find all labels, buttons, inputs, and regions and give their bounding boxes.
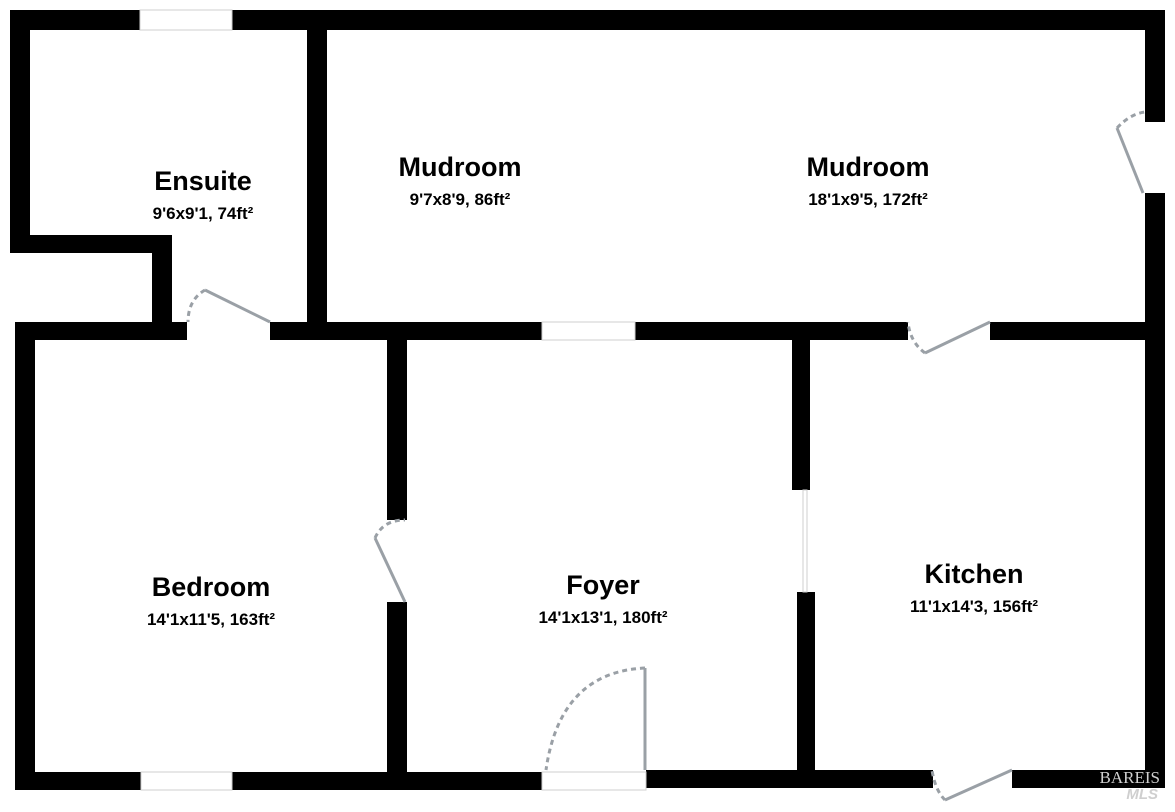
- room-dims-mudroom-2: 18'1x9'5, 172ft²: [808, 190, 928, 209]
- door-leaf: [373, 537, 407, 603]
- door-leaf: [944, 768, 1013, 802]
- door-swing: [930, 769, 947, 802]
- wall: [792, 322, 810, 490]
- wall: [387, 602, 407, 790]
- room-dims-ensuite: 9'6x9'1, 74ft²: [153, 204, 254, 223]
- door-leaf: [204, 288, 271, 324]
- wall: [1012, 770, 1165, 788]
- window: [139, 9, 233, 31]
- room-name-foyer: Foyer: [566, 570, 640, 600]
- opening: [802, 489, 808, 593]
- wall: [15, 322, 187, 340]
- room-dims-kitchen: 11'1x14'3, 156ft²: [910, 597, 1038, 616]
- room-dims-bedroom: 14'1x11'5, 163ft²: [147, 610, 275, 629]
- wall: [387, 322, 407, 520]
- room-dims-mudroom-1: 9'7x8'9, 86ft²: [410, 190, 511, 209]
- wall: [232, 10, 1165, 30]
- wall: [797, 592, 815, 788]
- watermark-line-2: MLS: [1126, 786, 1158, 803]
- wall: [15, 772, 141, 790]
- door-leaf: [924, 320, 991, 355]
- opening: [541, 321, 636, 341]
- door-leaf: [1115, 127, 1145, 194]
- wall: [10, 235, 172, 253]
- room-name-kitchen: Kitchen: [924, 559, 1023, 589]
- openings: [139, 9, 808, 791]
- door-swing: [1115, 110, 1146, 130]
- window: [140, 771, 233, 791]
- wall: [635, 322, 908, 340]
- wall: [10, 10, 140, 30]
- room-name-bedroom: Bedroom: [152, 572, 271, 602]
- door-swing: [544, 666, 646, 771]
- room-name-mudroom-2: Mudroom: [807, 152, 930, 182]
- walls: [10, 10, 1165, 790]
- wall: [990, 322, 1165, 340]
- door-swing: [373, 518, 406, 539]
- wall: [646, 770, 933, 788]
- wall: [152, 235, 172, 340]
- wall: [1145, 193, 1165, 788]
- wall: [15, 322, 35, 790]
- watermark-line-1: BAREIS: [1100, 768, 1160, 787]
- door-swing: [906, 321, 926, 355]
- room-name-ensuite: Ensuite: [154, 166, 252, 196]
- wall: [232, 772, 542, 790]
- room-labels: Ensuite 9'6x9'1, 74ft² Mudroom 9'7x8'9, …: [147, 152, 1038, 629]
- wall: [307, 10, 327, 340]
- doors: [186, 110, 1146, 802]
- room-name-mudroom-1: Mudroom: [399, 152, 522, 182]
- opening: [541, 771, 647, 791]
- door-swing: [186, 288, 206, 323]
- watermark: BAREIS MLS: [1100, 768, 1160, 803]
- room-dims-foyer: 14'1x13'1, 180ft²: [538, 608, 667, 627]
- wall: [1145, 10, 1165, 122]
- wall: [10, 10, 30, 253]
